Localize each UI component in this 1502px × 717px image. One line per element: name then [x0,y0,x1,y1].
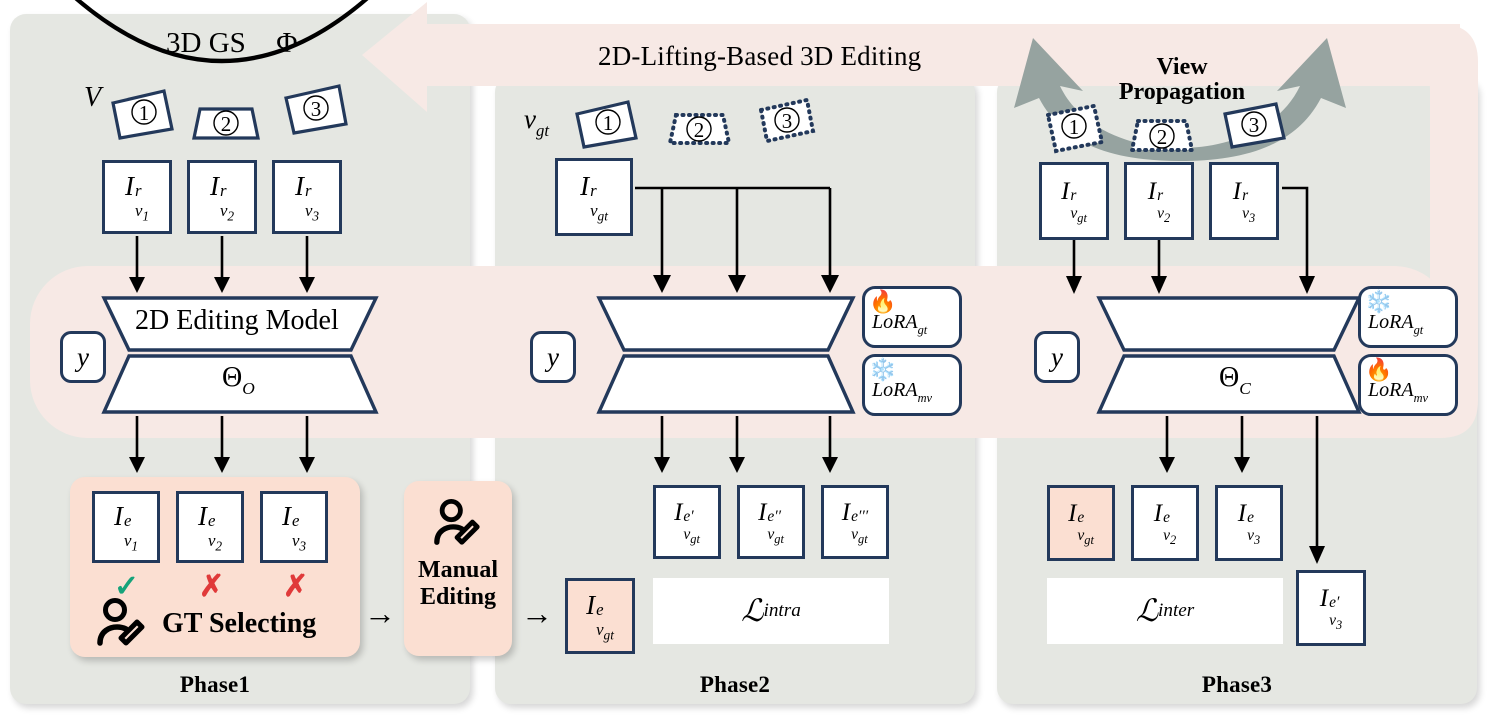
manual-editing-box: Manual Editing [404,481,512,656]
vp-line1: View [1156,54,1208,80]
theta-symbol: Θ [222,362,243,393]
phase2-label: Phase2 [699,672,771,697]
phase1-condition-y: y [60,331,106,383]
mark-check-1: ✓ [114,570,140,603]
fire-icon: 🔥 [1365,357,1393,382]
person-edit-icon [434,499,480,545]
phase1-encoder-label: 2D Editing Model [135,305,339,336]
lora-mv-label: LoRAmv [1368,379,1429,405]
phase3-lora-gt: ❄️ LoRAgt [1358,286,1458,348]
manual-editing-text: Manual Editing [404,557,512,611]
views-label: V [84,82,102,113]
snowflake-icon: ❄️ [1365,289,1393,314]
mark-cross-3: ✗ [283,570,309,603]
phase2-lora-mv: ❄️ LoRAmv [862,354,962,416]
vp-line2: Propagation [1118,79,1246,106]
phase3-lora-mv: 🔥 LoRAmv [1358,354,1458,416]
manual-editing-line2: Editing [419,583,497,610]
loss-subscript: intra [763,600,801,621]
phase3-condition-y: y [1034,331,1080,383]
fire-icon: 🔥 [869,289,897,314]
gs-label: 3D GS Φ [166,27,297,60]
snowflake-icon: ❄️ [869,357,897,382]
v-symbol: v [524,104,536,134]
loss-subscript: inter [1158,600,1195,621]
banner-title: 2D-Lifting-Based 3D Editing [598,41,922,71]
lora-mv-label: LoRAmv [872,379,933,405]
arrow-phase1-to-manual: → [364,595,396,631]
manual-editing-line1: Manual [417,557,498,583]
gt-selecting-label: GT Selecting [162,608,317,639]
phase2-views-label: vgt [524,104,549,141]
mark-cross-2: ✗ [199,570,225,603]
theta-subscript: O [242,378,255,398]
arrow-manual-to-gt: → [521,595,553,631]
phase2-condition-y: y [530,331,576,383]
v-subscript: gt [535,120,550,140]
view-propagation-title: View Propagation [1092,54,1272,106]
lora-gt-label: LoRAgt [872,311,928,337]
lora-gt-label: LoRAgt [1368,311,1424,337]
theta-symbol: Θ [1219,362,1240,393]
phase1-label: Phase1 [179,672,251,697]
phase3-label: Phase3 [1201,672,1273,697]
phase1-decoder-label: ΘO [222,362,255,399]
gs-symbol: Φ [276,27,298,59]
loss-symbol: ℒ [741,593,764,628]
theta-subscript: C [1239,378,1251,398]
phase3-decoder-label: ΘC [1219,362,1251,399]
loss-symbol: ℒ [1135,593,1159,628]
phase2-lora-gt: 🔥 LoRAgt [862,286,962,348]
gs-label-text: 3D GS [166,27,246,59]
